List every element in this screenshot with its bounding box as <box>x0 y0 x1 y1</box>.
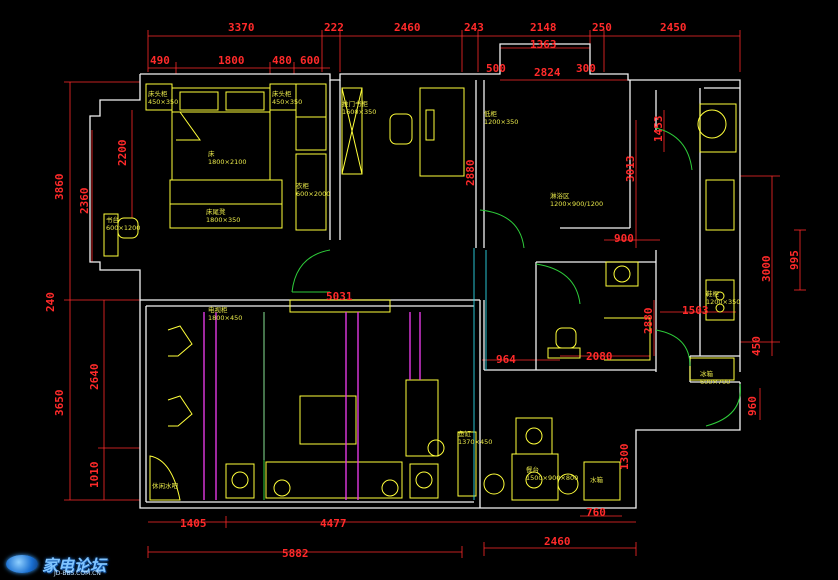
watermark: 家电论坛 JD-BBS.COM.CN <box>6 552 107 577</box>
curtain-lines <box>203 312 421 500</box>
dim-top2-1: 1800 <box>218 54 245 67</box>
walls <box>89 43 741 509</box>
dim-left-4: 2640 <box>88 364 101 391</box>
furniture <box>103 83 737 501</box>
dim-right-2: 450 <box>750 336 763 356</box>
dim-bottom-2: 5882 <box>282 547 309 560</box>
dim-top-3: 243 <box>464 21 484 34</box>
dim-inner-2: 2880 <box>464 160 477 187</box>
dim-right-3: 960 <box>746 396 759 416</box>
dim-bottom-3: 2460 <box>544 535 571 548</box>
dim-left-inner: 2200 <box>116 140 129 167</box>
dim-inner-3: 900 <box>614 232 634 245</box>
dim-inner-6: 1503 <box>682 304 709 317</box>
dim-top-2: 2460 <box>394 21 421 34</box>
dim-bottom-0: 1405 <box>180 517 207 530</box>
watermark-title: 家电论坛 <box>42 556 107 575</box>
dim-top-4: 2148 <box>530 21 557 34</box>
door-arcs <box>263 127 741 500</box>
dim-inner-7: 964 <box>496 353 516 366</box>
dim-inner-1: 1453 <box>652 116 665 143</box>
dim-left-2: 240 <box>44 292 57 312</box>
label-side: 休闲水吧 <box>152 481 179 490</box>
watermark-url: JD-BBS.COM.CN <box>54 570 101 577</box>
label-water-tank: 水箱 <box>590 475 604 484</box>
dim-top2-2: 480 <box>272 54 292 67</box>
dim-top-0: 3370 <box>228 21 255 34</box>
dim-inner-4: 5031 <box>326 290 353 303</box>
dim-top2-3: 600 <box>300 54 320 67</box>
dim-inner-8: 2080 <box>586 350 613 363</box>
dim-top-6: 2450 <box>660 21 687 34</box>
dim-left-1: 2360 <box>78 188 91 215</box>
cyan-lines <box>473 248 487 500</box>
forum-logo-icon <box>6 555 38 573</box>
dim-left-0: 3860 <box>53 174 66 201</box>
dim-right-0: 3000 <box>760 256 773 283</box>
dimension-text: 3370 222 2460 243 2148 250 2450 490 1800… <box>44 21 801 560</box>
dim-bottom-4: 760 <box>586 506 606 519</box>
dim-right-1: 995 <box>788 250 801 270</box>
dim-bottom-1: 4477 <box>320 517 347 530</box>
dim-right-4: 1300 <box>618 444 631 471</box>
dim-top-1: 222 <box>324 21 344 34</box>
dimension-lines <box>64 30 806 558</box>
dim-inner-0: 3013 <box>624 156 637 183</box>
dim-inner-5: 2880 <box>642 308 655 335</box>
dim-left-3: 3650 <box>53 390 66 417</box>
dim-top2-6: 300 <box>576 62 596 75</box>
dim-top2-0: 490 <box>150 54 170 67</box>
dim-left-5: 1010 <box>88 462 101 489</box>
dim-top2-5: 2824 <box>534 66 561 79</box>
dim-top-5: 250 <box>592 21 612 34</box>
dim-top-window: 1363 <box>530 38 557 51</box>
dim-top2-4: 500 <box>486 62 506 75</box>
